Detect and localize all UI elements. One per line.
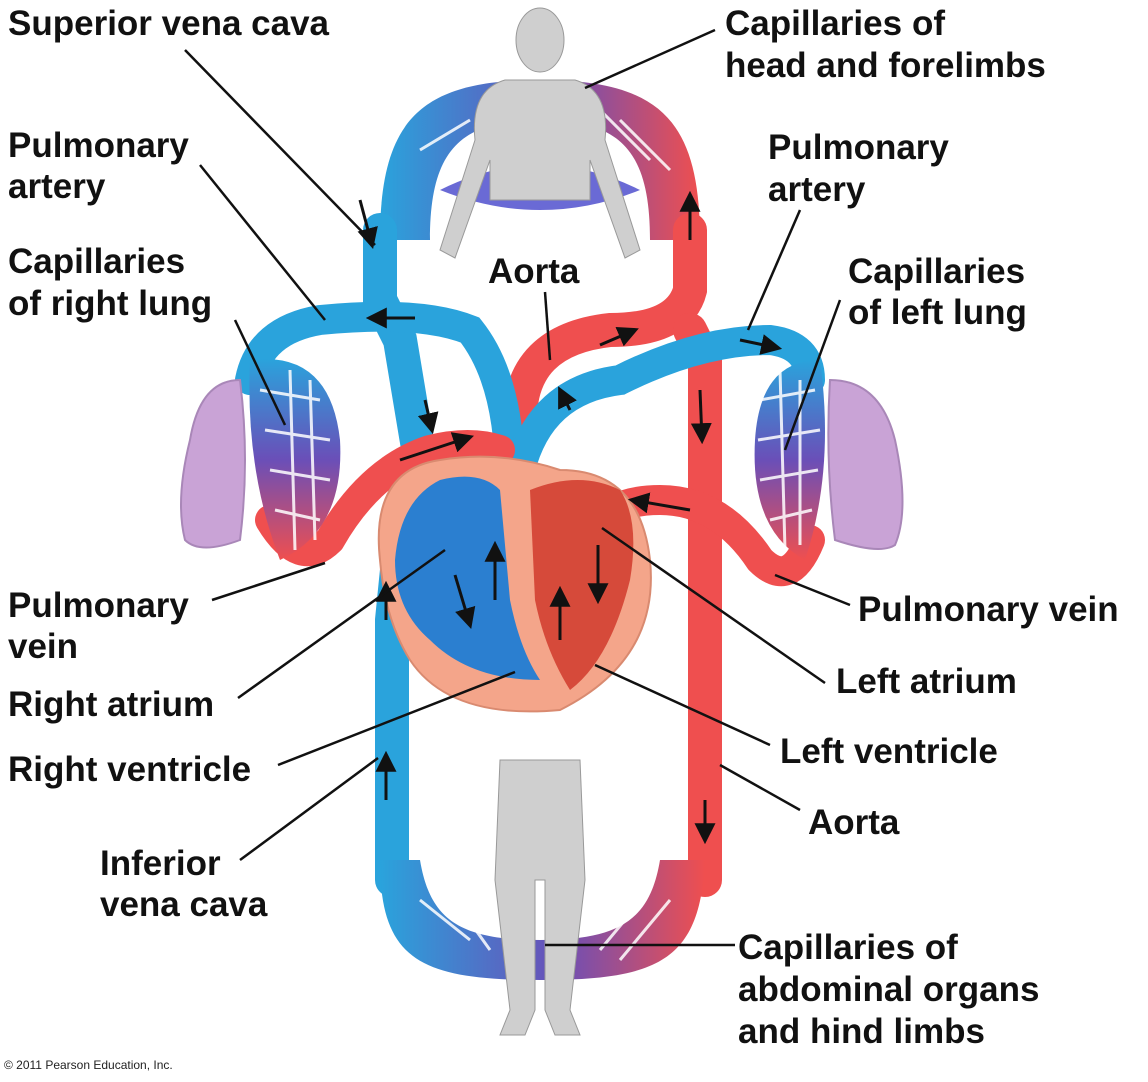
label-left-atrium: Left atrium <box>836 662 1017 701</box>
leader-lines <box>184 28 851 947</box>
leader-aorta-top <box>543 291 552 361</box>
arrow-pulm-vein-right <box>627 492 691 514</box>
pulmonary-artery-right-vessel <box>505 324 825 485</box>
body-upper-silhouette <box>439 7 641 259</box>
label-aorta-top: Aorta <box>488 252 580 291</box>
arrow-pulm-vein-left <box>399 432 474 462</box>
leader-capillaries-head <box>584 28 716 90</box>
leader-capillaries-right-lung <box>233 319 287 426</box>
label-capillaries-head-line3: head and forelimbs <box>725 46 1046 85</box>
right-lung <box>180 378 246 549</box>
label-pulmonary-vein-left-2: vein <box>8 627 79 666</box>
label-inferior-vena-cava-2: vena cava <box>100 885 268 924</box>
label-right-ventricle: Right ventricle <box>8 750 252 789</box>
label-capillaries-head-2: head and forelimbs <box>725 46 1046 86</box>
label-capillaries-left-lung-2: of left lung <box>848 293 1027 332</box>
leader-left-atrium <box>601 526 826 685</box>
capillaries-right-lung-bed <box>249 359 341 560</box>
leader-pulmonary-artery-left <box>199 164 326 321</box>
aortic-arch-vessel <box>503 213 707 487</box>
capillary-mesh-right-lung <box>259 369 331 551</box>
label-superior-vena-cava: Superior vena cava <box>8 4 329 43</box>
left-lung <box>827 378 904 550</box>
body-lower-silhouette <box>494 759 586 1036</box>
label-left-ventricle: Left ventricle <box>780 732 998 771</box>
label-inferior-vena-cava-1: Inferior <box>100 844 221 883</box>
leader-right-ventricle <box>277 670 516 767</box>
capillary-mesh-abdominal <box>419 879 672 961</box>
label-capillaries-head-of: of <box>912 4 946 43</box>
label-capillaries-right-lung-2: of right lung <box>8 284 213 323</box>
arrow-ra-to-rv <box>453 574 476 630</box>
label-pulmonary-artery-left-1: Pulmonary <box>8 126 189 165</box>
label-capillaries-abdominal-1: Capillaries of <box>738 928 958 967</box>
leader-pulmonary-vein-right <box>774 573 851 607</box>
leader-left-ventricle <box>594 663 771 747</box>
leader-pulmonary-artery-right <box>746 209 802 331</box>
label-pulmonary-vein-right: Pulmonary vein <box>858 590 1119 629</box>
arrow-aortic-arch <box>599 326 639 347</box>
capillaries-abdominal-bed <box>380 860 705 980</box>
arrow-pulm-right <box>739 334 783 355</box>
label-pulmonary-vein-left-1: Pulmonary <box>8 586 189 625</box>
leader-capillaries-left-lung <box>783 299 842 451</box>
arrow-desc-aorta-upper <box>690 389 712 445</box>
label-capillaries-right-lung-1: Capillaries <box>8 242 186 281</box>
label-pulmonary-artery-right-1: Pulmonary <box>768 128 949 167</box>
flow-arrows <box>357 190 783 845</box>
leader-inferior-vena-cava <box>239 756 379 862</box>
label-pulmonary-artery-right-2: artery <box>768 170 866 209</box>
pulmonary-artery-left-vessel <box>235 301 525 495</box>
arrow-svc <box>357 199 378 250</box>
leader-right-atrium <box>237 548 446 700</box>
label-capillaries-abdominal-2: abdominal organs <box>738 970 1040 1009</box>
right-heart-chambers <box>395 476 540 680</box>
capillary-mesh-left-lung <box>757 369 821 551</box>
label-capillaries-head: Capillaries <box>725 4 902 44</box>
label-right-atrium: Right atrium <box>8 685 215 724</box>
label-capillaries-head-line1: Capillaries <box>725 4 903 43</box>
arrow-svc-down <box>417 399 439 435</box>
label-capillaries-left-lung-1: Capillaries <box>848 252 1026 291</box>
leader-aorta-bottom <box>719 763 801 812</box>
label-capillaries-abdominal-3: and hind limbs <box>738 1012 985 1051</box>
arrow-pa-branch <box>558 386 577 411</box>
label-aorta-bottom: Aorta <box>808 803 900 842</box>
superior-vena-cava-vessel <box>363 213 437 477</box>
label-pulmonary-artery-left-2: artery <box>8 167 106 206</box>
descending-aorta-vessel <box>673 313 722 897</box>
copyright-notice: © 2011 Pearson Education, Inc. <box>4 1058 173 1072</box>
leader-superior-vena-cava <box>184 49 376 246</box>
leader-pulmonary-vein-left <box>211 561 326 602</box>
